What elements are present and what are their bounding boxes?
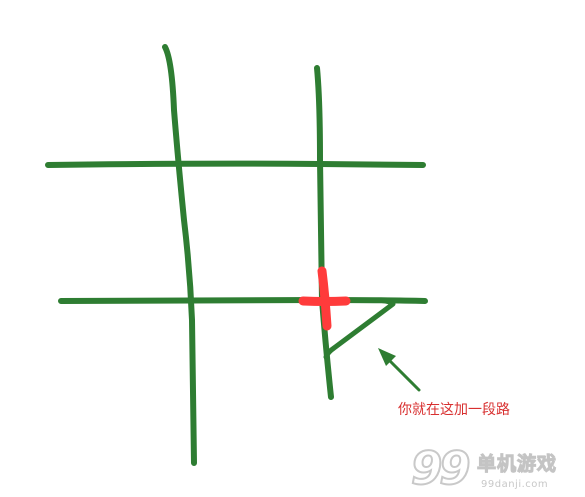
watermark-number: 99 bbox=[410, 442, 472, 495]
marker-horizontal-stroke bbox=[298, 296, 351, 306]
road-horizontal-bottom bbox=[58, 297, 428, 304]
marker-vertical-stroke bbox=[317, 266, 332, 331]
road-lines bbox=[45, 44, 428, 466]
site-watermark: 99 单机游戏 99danji.com bbox=[410, 442, 579, 495]
intersection-marker bbox=[298, 266, 351, 331]
pointer-arrow bbox=[378, 348, 421, 392]
road-horizontal-top bbox=[45, 160, 426, 168]
road-vertical-right bbox=[314, 65, 334, 400]
watermark-name: 单机游戏 bbox=[476, 453, 558, 476]
arrow-shaft bbox=[385, 356, 421, 392]
annotation-label: 你就在这加一段路 bbox=[398, 402, 510, 418]
arrow-head bbox=[378, 348, 396, 366]
road-vertical-left bbox=[162, 44, 197, 466]
added-road-segment bbox=[323, 297, 396, 360]
watermark-site: 99danji.com bbox=[481, 479, 549, 490]
